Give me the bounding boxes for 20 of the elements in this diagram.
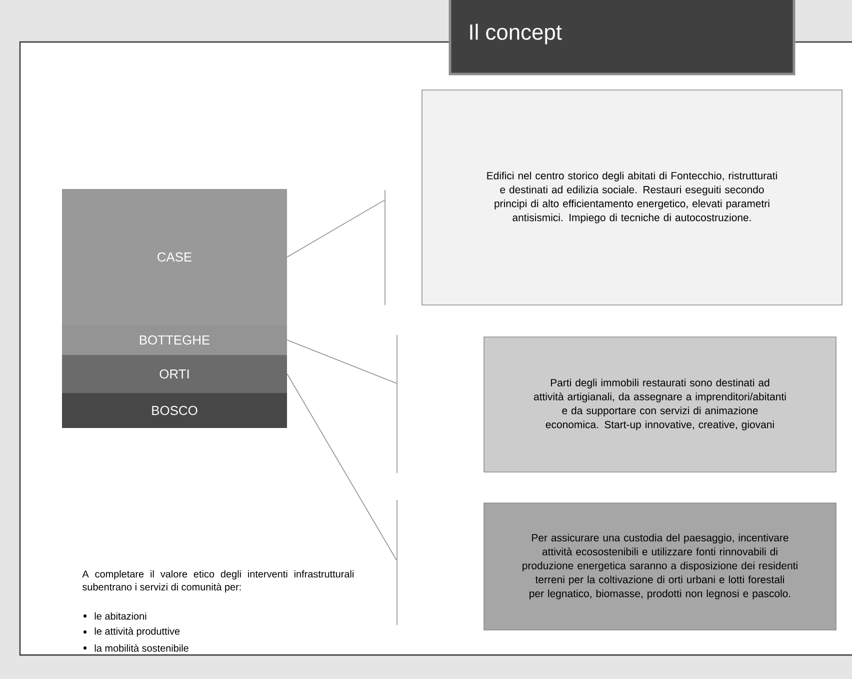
category-band: CASE <box>62 189 287 325</box>
bracket-line <box>396 335 398 473</box>
leader-line <box>286 200 385 258</box>
node-label: CASE <box>158 252 192 262</box>
bullet-item: le attività produttive <box>94 627 180 637</box>
body-text: A completare il valore etico degli interventi infrastrutturali subentrano i servizi di comunità per: <box>82 570 354 592</box>
category-band: BOTTEGHE <box>62 325 287 355</box>
description-box: Per assicurare una custodia del paesaggio, incentivare attività ecosostenibili e utilizzare fonti rinnovabili di produzione energetica saranno a disposizione dei residenti terreni per la coltivazione di orti urbani e lotti forestali per legnatico, biomasse, prodotti non legnosi e pascolo. <box>484 502 836 630</box>
leader-line <box>286 340 397 384</box>
title: Il concept <box>470 24 562 44</box>
category-band: BOSCO <box>62 393 287 428</box>
description-box: Edifici nel centro storico degli abitati di Fontecchio, ristrutturati e destinati ad edilizia sociale. Restauri eseguiti secondo principi di alto efficientamento energetico, elevati parametri antisismici. Impiego di tecniche di autocostruzione. <box>422 90 842 306</box>
leader-line <box>286 374 397 560</box>
bullet-item: la mobilità sostenibile <box>94 644 188 652</box>
node-label: BOTTEGHE <box>140 335 210 345</box>
bracket-line <box>396 500 398 625</box>
bracket-line <box>384 190 386 305</box>
category-band: ORTI <box>62 355 287 393</box>
description-box: Parti degli immobili restaurati sono destinati ad attività artigianali, da assegnare a imprenditori/abitanti e da supportare con servizi di animazione economica. Start-up innovative, creative, giovani <box>484 336 836 472</box>
bullet-item: le abitazioni <box>94 612 146 620</box>
